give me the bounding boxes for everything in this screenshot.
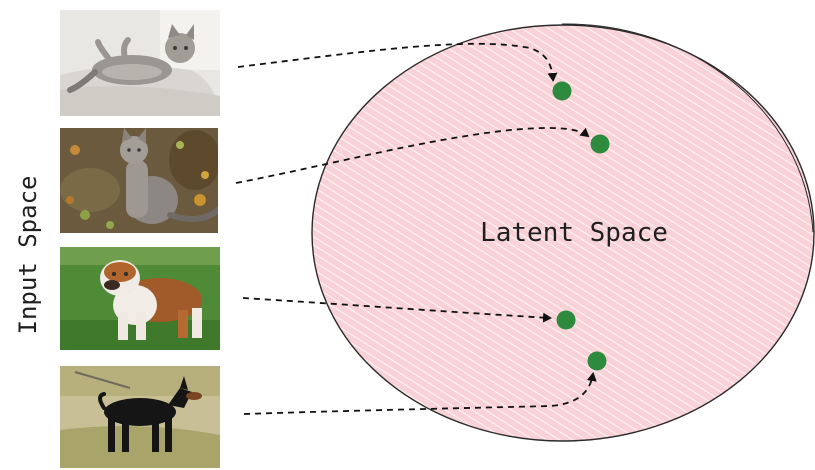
input-space-label: Input Space: [14, 176, 42, 335]
kitten-image: [60, 10, 220, 116]
tabby-cat-image: [60, 128, 221, 233]
latent-point-doberman: [588, 352, 607, 371]
latent-point-kitten: [553, 82, 572, 101]
latent-point-tabby-cat: [591, 135, 610, 154]
latent-space-label: Latent Space: [480, 218, 668, 248]
bulldog-image: [60, 247, 220, 350]
latent-point-bulldog: [557, 311, 576, 330]
doberman-image: [60, 366, 220, 468]
